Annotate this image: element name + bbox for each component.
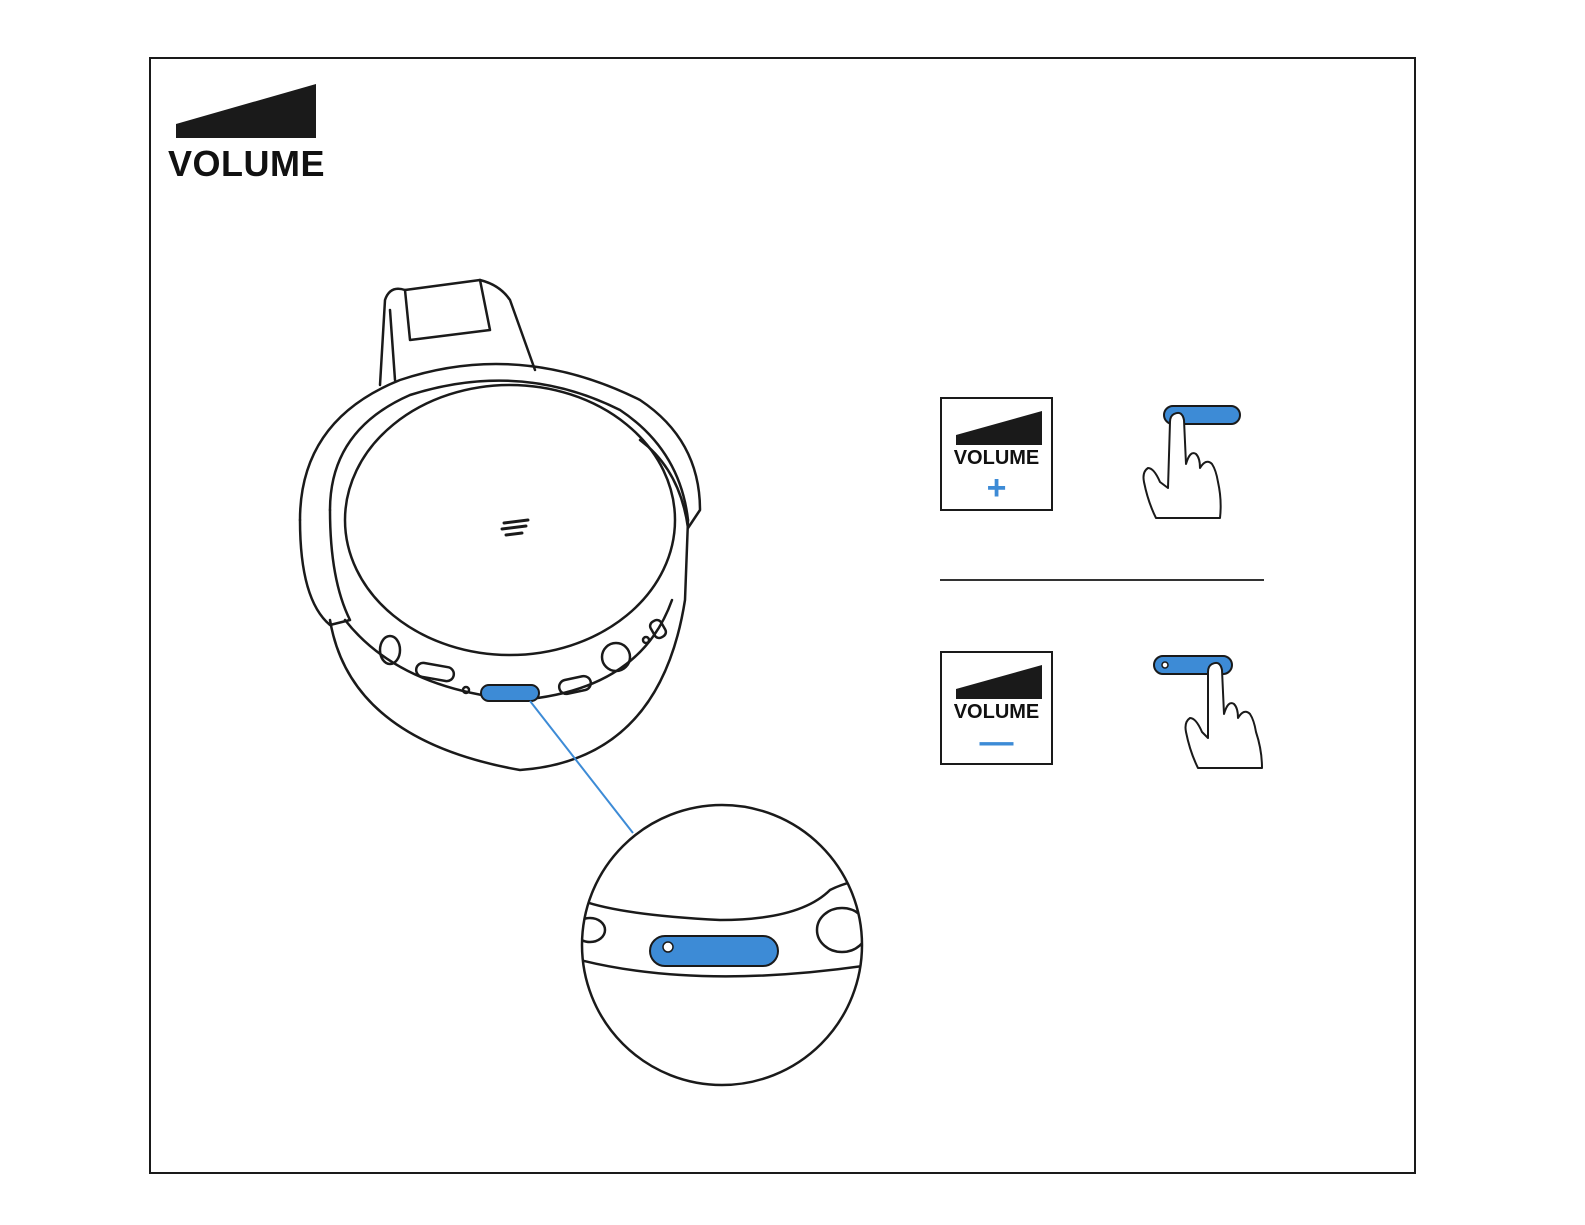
ear-cup [330,520,688,770]
zoom-circle [575,805,870,1085]
cup-plate [345,385,675,655]
volume-up-label: VOLUME [942,447,1051,470]
volume-down-label: VOLUME [942,701,1051,724]
press-right-end-hand-icon [1140,402,1250,522]
volume-up-box: VOLUME + [940,397,1053,511]
cup-ring [300,364,700,528]
volume-down-box: VOLUME — [940,651,1053,765]
volume-wedge-icon [956,411,1042,445]
button-indicator-dot [663,942,673,952]
volume-wedge-icon [956,665,1042,699]
plus-icon: + [942,469,1051,507]
minus-icon: — [942,723,1051,761]
divider-line [940,579,1264,581]
headband [380,280,535,385]
press-middle-hand-icon [1150,652,1275,772]
volume-button [481,685,539,701]
